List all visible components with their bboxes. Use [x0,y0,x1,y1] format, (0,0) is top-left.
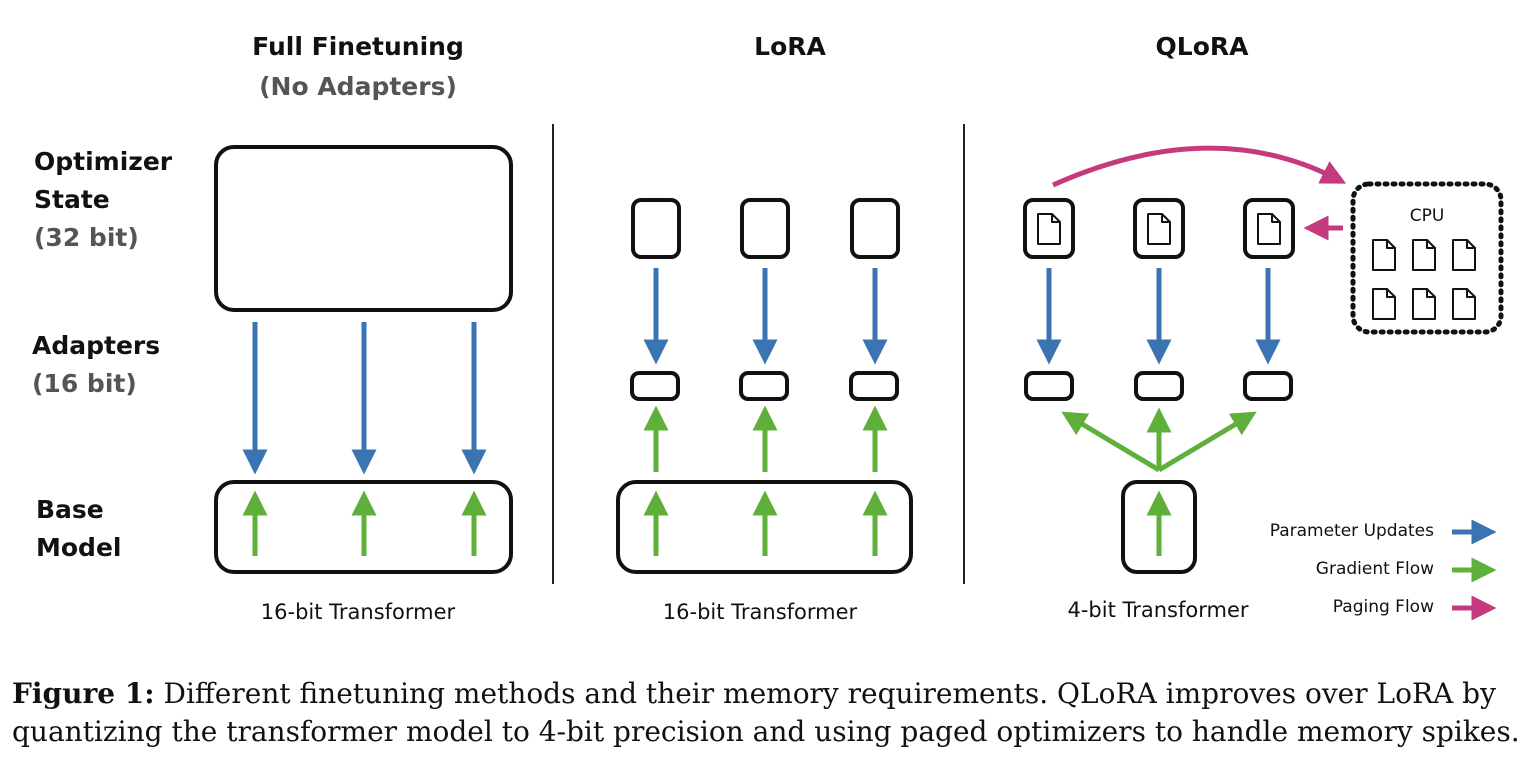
column-title-qlora: QLoRA [1155,32,1249,61]
full-optimizer-state-box [214,145,513,312]
caption-full-finetuning-transformer: 16-bit Transformer [260,600,456,624]
row-label-adapters-line1: Adapters [32,331,161,360]
figure-caption-label: Figure 1: [12,677,155,710]
cpu-page-icon-6 [1452,288,1476,320]
caption-lora-transformer: 16-bit Transformer [662,600,858,624]
qlora-grad-fan-right [1157,411,1257,473]
row-label-optimizer-line2: State [34,185,110,214]
full-parameter-update-arrows [242,322,487,475]
lora-parameter-update-arrows [643,268,888,365]
qlora-page-icon-2 [1147,213,1171,245]
lora-adapter-box-2 [739,371,789,401]
row-label-adapters-bits: (16 bit) [32,369,137,398]
lora-optimizer-box-1 [631,198,681,259]
qlora-parameter-update-arrows [1036,268,1281,365]
row-label-base-line2: Model [36,533,122,562]
qlora-page-icon-1 [1037,213,1061,245]
cpu-page-icon-2 [1412,239,1436,271]
legend-paging-flow-label: Paging Flow [1332,597,1434,617]
cpu-page-icon-4 [1372,288,1396,320]
lora-adapter-box-3 [849,371,899,401]
caption-qlora-transformer: 4-bit Transformer [1067,598,1249,622]
figure-caption: Figure 1: Different finetuning methods a… [12,675,1532,751]
cpu-page-icon-5 [1412,288,1436,320]
qlora-gradient-fan-arrows [1061,407,1257,473]
column-title-full-finetuning: Full Finetuning [252,32,464,61]
qlora-page-icon-3 [1257,213,1281,245]
row-label-base-line1: Base [36,495,104,524]
column-title-lora: LoRA [754,32,826,61]
lora-gradient-arrows-to-adapters [643,405,888,472]
qlora-adapter-box-2 [1134,371,1184,401]
qlora-grad-fan-left [1061,411,1161,473]
qlora-adapter-box-3 [1243,371,1293,401]
column-subtitle-no-adapters: (No Adapters) [259,72,457,101]
qlora-adapter-boxes [1024,371,1293,401]
full-gradient-arrows [242,490,487,556]
figure-caption-line1: Figure 1: Different finetuning methods a… [12,675,1532,713]
lora-adapter-box-1 [630,371,680,401]
cpu-label: CPU [1410,206,1445,226]
row-label-optimizer-line1: Optimizer [34,147,173,176]
legend-parameter-updates-label: Parameter Updates [1269,521,1434,541]
paging-flow-arc [1051,145,1347,188]
lora-optimizer-box-3 [850,198,900,259]
legend-gradient-flow-label: Gradient Flow [1315,559,1434,579]
row-label-optimizer-state: Optimizer State (32 bit) [34,143,172,257]
cpu-page-icon-3 [1452,239,1476,271]
row-label-base-model: Base Model [36,491,121,567]
figure-caption-line2: quantizing the transformer model to 4-bi… [12,715,1520,748]
row-label-adapters: Adapters (16 bit) [32,327,160,403]
qlora-adapter-box-1 [1024,371,1074,401]
cpu-page-icon-1 [1372,239,1396,271]
lora-gradient-arrows-in-base [643,490,888,556]
lora-optimizer-boxes [631,198,900,259]
figure-caption-line1-text: Different finetuning methods and their m… [163,677,1496,710]
lora-optimizer-box-2 [740,198,790,259]
qlora-optimizer-boxes [1023,198,1295,259]
lora-adapter-boxes [630,371,899,401]
row-label-optimizer-bits: (32 bit) [34,223,139,252]
